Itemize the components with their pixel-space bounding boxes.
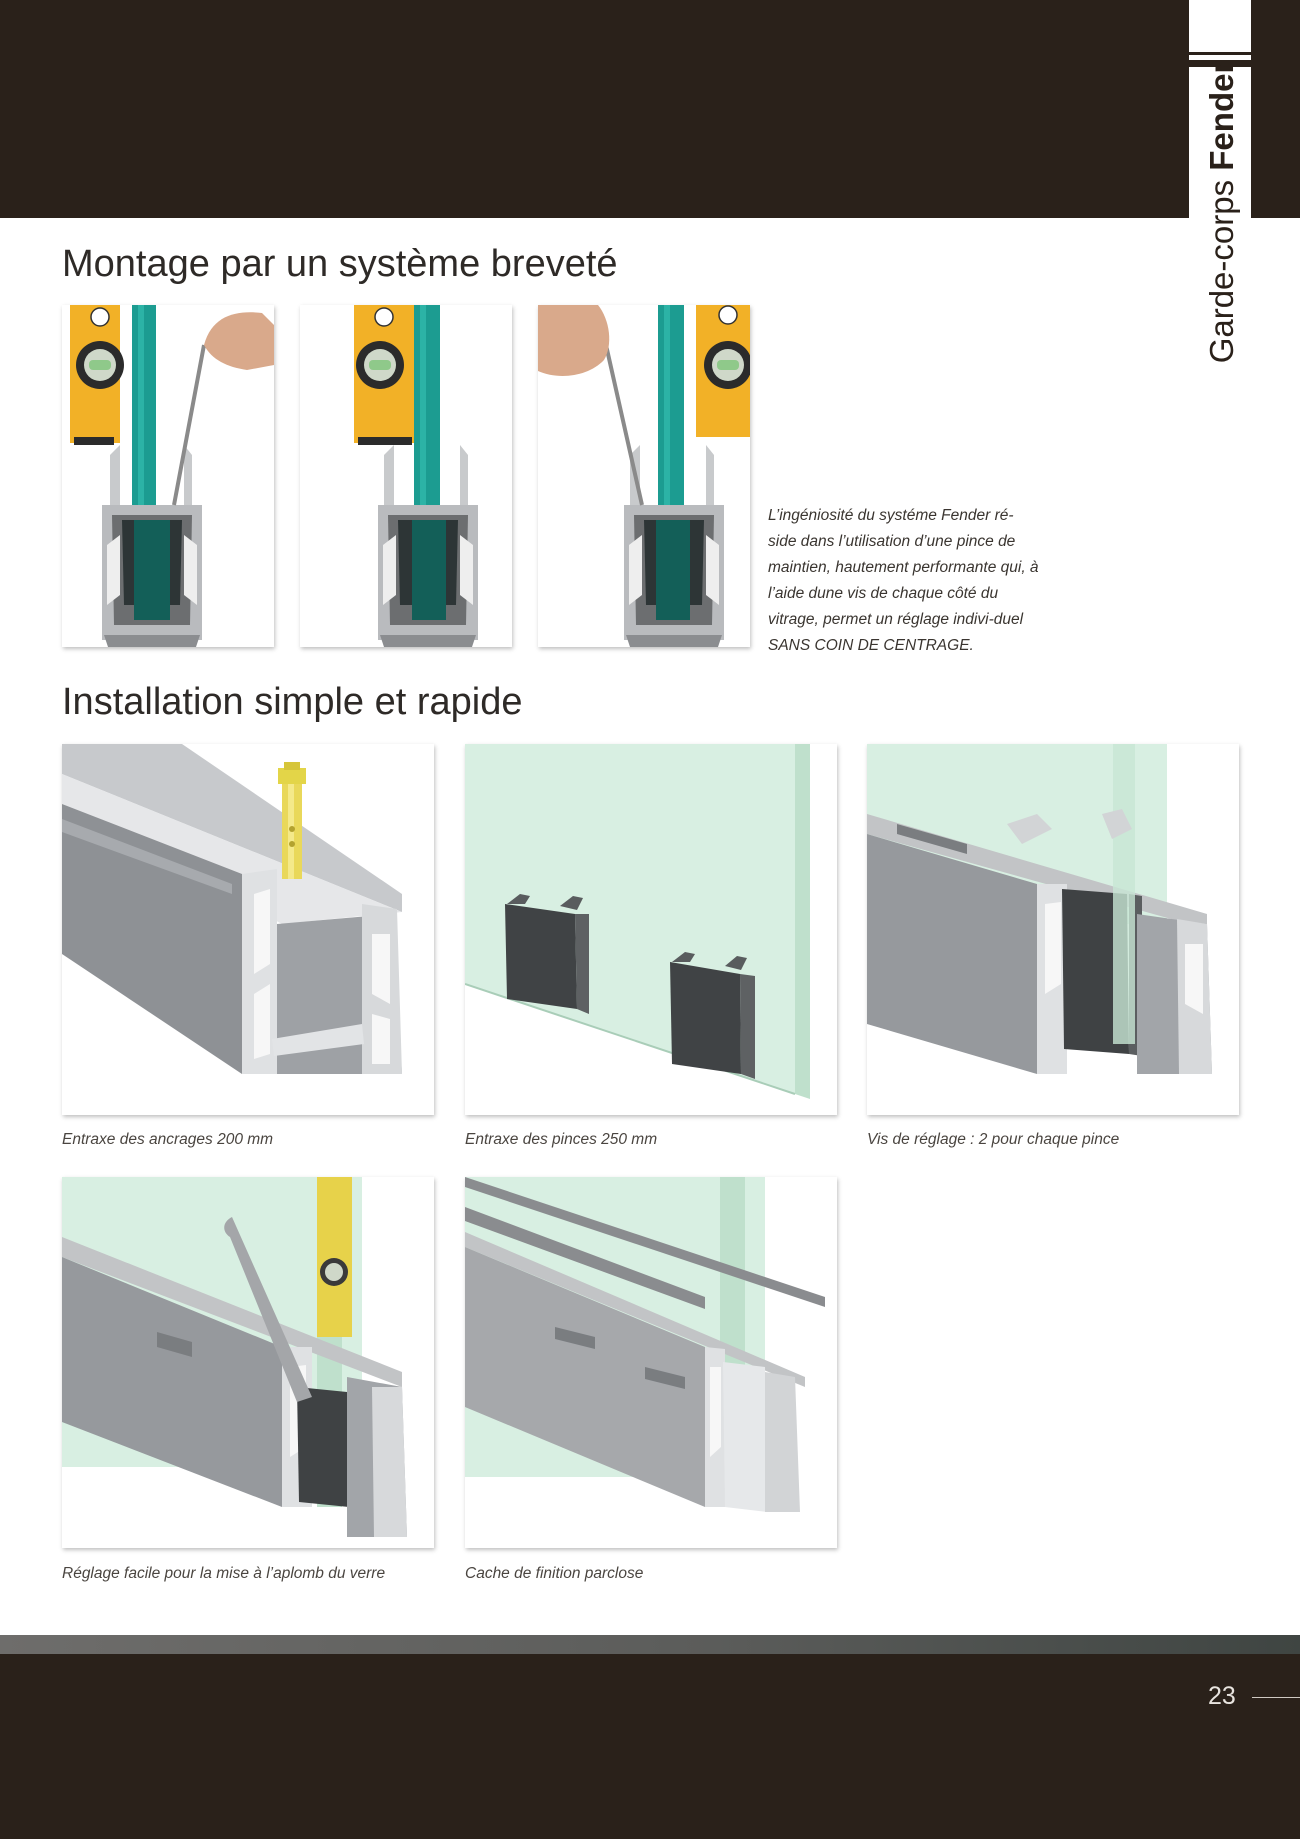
side-tab-title: Garde-corps Fender <box>1203 61 1241 364</box>
cover-illustration <box>465 1177 825 1512</box>
anchor-illustration <box>62 744 402 1074</box>
caption-plumb: Réglage facile pour la mise à l’aplomb d… <box>62 1565 386 1582</box>
footer-stripe <box>0 1635 1300 1654</box>
system-description: L’ingéniosité du systéme Fender ré-side … <box>768 507 1039 654</box>
clamp-illustration <box>465 744 810 1099</box>
install-image-clamps <box>465 744 837 1115</box>
plumb-illustration <box>62 1177 407 1537</box>
caption-anchors: Entraxe des ancrages 200 mm <box>62 1131 274 1148</box>
caption-clamps: Entraxe des pinces 250 mm <box>465 1131 658 1148</box>
section-title-installation: Installation simple et rapide <box>62 681 523 723</box>
caption-cover: Cache de finition parclose <box>465 1565 644 1582</box>
screw-illustration <box>867 744 1212 1074</box>
install-image-anchors <box>62 744 434 1115</box>
page-number-rule <box>1252 1697 1300 1698</box>
page-number: 23 <box>1208 1682 1236 1710</box>
footer-band <box>0 1654 1300 1839</box>
mount-photo-2 <box>300 305 512 647</box>
install-image-screws <box>867 744 1239 1115</box>
mount-photo-3 <box>538 305 750 647</box>
side-title-light: Garde-corps <box>1203 170 1240 364</box>
tab-divider-thick <box>1189 60 1251 67</box>
mount-illustration <box>538 305 750 647</box>
header-band <box>0 0 1300 218</box>
install-image-plumb <box>62 1177 434 1548</box>
mount-photo-1 <box>62 305 274 647</box>
caption-screws: Vis de réglage : 2 pour chaque pince <box>867 1131 1120 1148</box>
install-image-cover <box>465 1177 837 1548</box>
tab-divider <box>1189 52 1251 55</box>
mount-illustration <box>70 305 274 647</box>
mount-illustration <box>354 305 478 647</box>
side-title-bold: Fender <box>1203 60 1240 171</box>
side-tab <box>1189 0 1251 218</box>
section-title-montage: Montage par un système breveté <box>62 243 618 285</box>
